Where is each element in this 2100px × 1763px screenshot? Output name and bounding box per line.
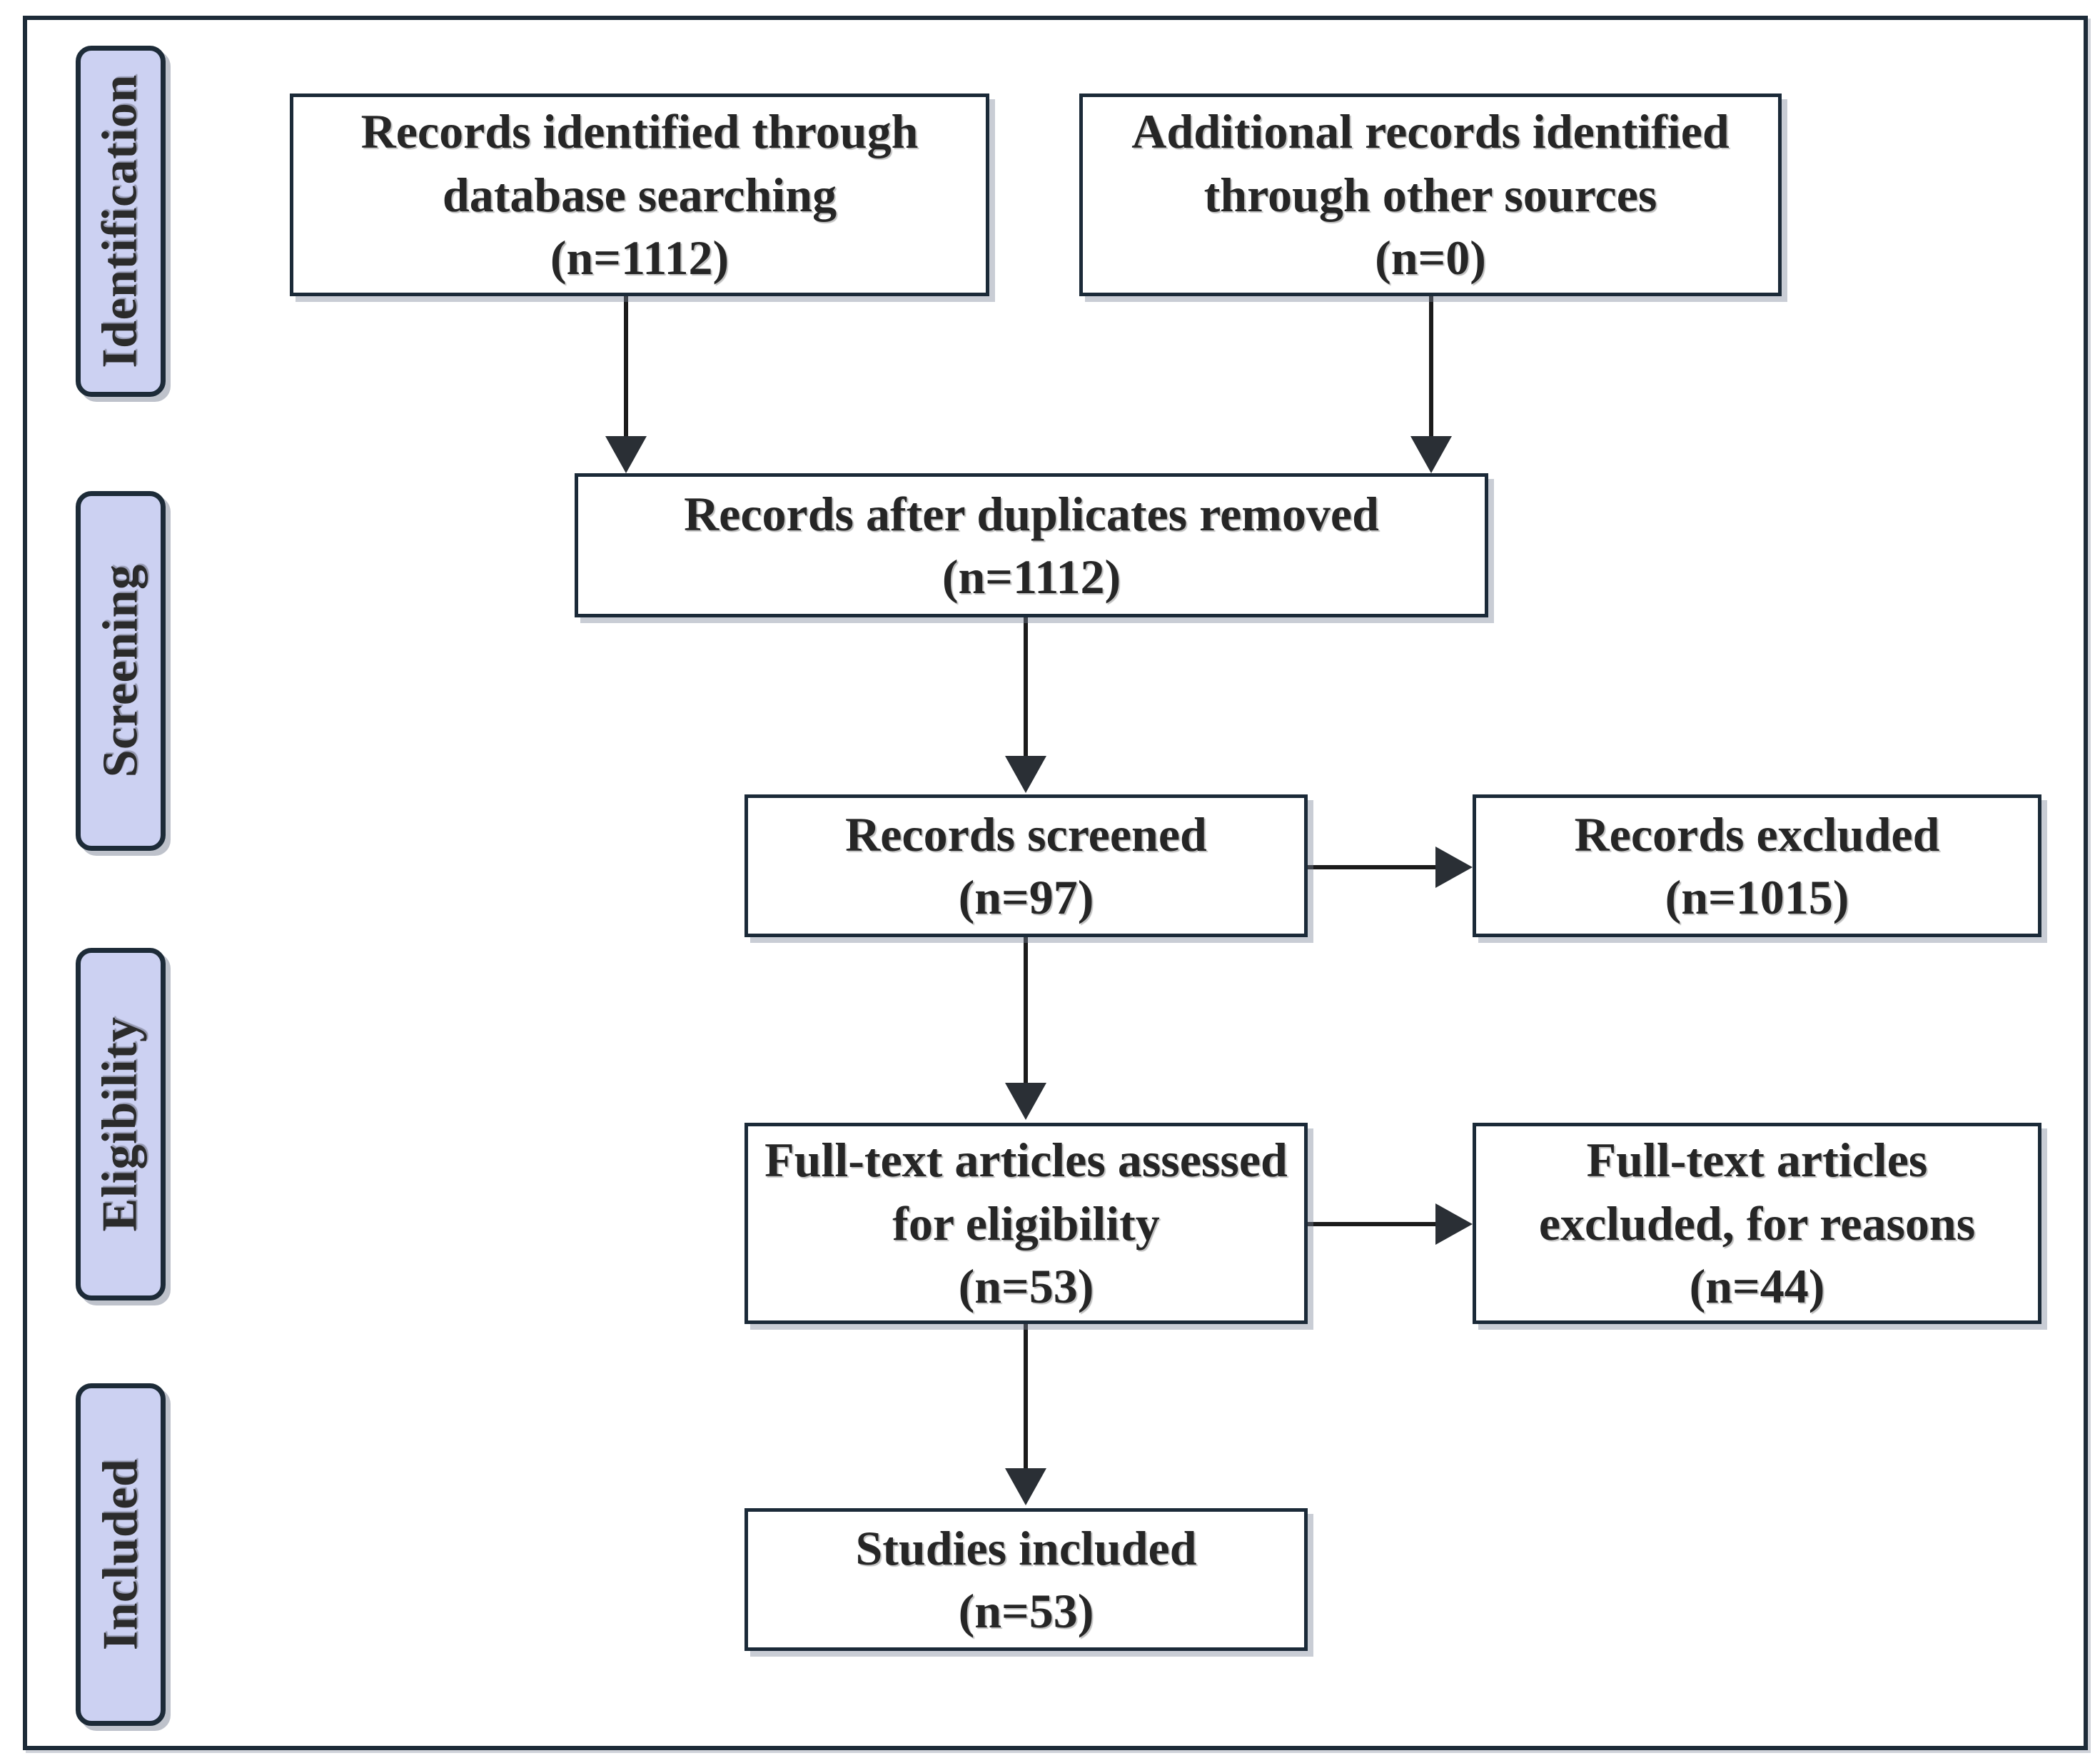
arrow-duplicates-to-screened-line <box>1024 617 1028 759</box>
box-fulltext-assessed-count: (n=53) <box>958 1259 1094 1314</box>
stage-pill-included: Included <box>76 1383 166 1726</box>
box-records-screened: Records screened (n=97) <box>744 794 1308 937</box>
box-db-search-line2: database searching <box>442 167 837 222</box>
arrow-screened-to-fulltext-line <box>1024 937 1028 1086</box>
stage-label-identification: Identification <box>93 74 148 368</box>
stage-pill-screening: Screening <box>76 491 166 851</box>
stage-label-screening: Screening <box>93 564 148 778</box>
box-records-excluded-count: (n=1015) <box>1665 870 1849 924</box>
arrow-screened-to-records-excluded-head-icon <box>1435 847 1473 888</box>
box-screened-count: (n=97) <box>958 870 1094 924</box>
stage-pill-eligibility: Eligibility <box>76 948 166 1300</box>
arrow-fulltext-to-fulltext-excluded-head-icon <box>1435 1203 1473 1245</box>
arrow-fulltext-to-fulltext-excluded-line <box>1308 1222 1438 1226</box>
arrow-screened-to-records-excluded-line <box>1308 865 1438 869</box>
box-duplicates-count: (n=1112) <box>942 550 1121 604</box>
arrow-other-sources-to-duplicates-head-icon <box>1410 436 1452 473</box>
box-records-identified-database: Records identified through database sear… <box>290 94 989 296</box>
box-fulltext-assessed-line1: Full-text articles assessed <box>764 1133 1288 1188</box>
box-fulltext-excluded-count: (n=44) <box>1689 1259 1825 1314</box>
box-records-excluded: Records excluded (n=1015) <box>1473 794 2041 937</box>
arrow-fulltext-to-included-line <box>1024 1324 1028 1471</box>
box-fulltext-assessed-line2: for eligibility <box>892 1196 1160 1251</box>
box-additional-records-other-sources: Additional records identified through ot… <box>1079 94 1782 296</box>
arrow-screened-to-fulltext-head-icon <box>1005 1083 1046 1120</box>
arrow-db-search-to-duplicates-head-icon <box>605 436 647 473</box>
box-db-search-count: (n=1112) <box>550 231 730 286</box>
stage-pill-identification: Identification <box>76 46 166 397</box>
stage-label-included: Included <box>93 1458 148 1651</box>
arrow-db-search-to-duplicates-line <box>624 296 628 439</box>
box-screened-line1: Records screened <box>845 807 1207 862</box>
arrow-duplicates-to-screened-head-icon <box>1005 756 1046 793</box>
arrow-fulltext-to-included-head-icon <box>1005 1468 1046 1505</box>
box-db-search-line1: Records identified through <box>360 104 919 159</box>
box-fulltext-articles-excluded: Full-text articles excluded, for reasons… <box>1473 1123 2041 1324</box>
box-fulltext-articles-assessed: Full-text articles assessed for eligibil… <box>744 1123 1308 1324</box>
box-studies-included-line1: Studies included <box>855 1520 1197 1575</box>
box-fulltext-excluded-line2: excluded, for reasons <box>1538 1196 1976 1251</box>
stage-label-eligibility: Eligibility <box>93 1016 148 1232</box>
arrow-other-sources-to-duplicates-line <box>1429 296 1433 439</box>
box-records-excluded-line1: Records excluded <box>1574 807 1940 862</box>
box-other-sources-count: (n=0) <box>1375 231 1486 286</box>
box-studies-included: Studies included (n=53) <box>744 1508 1308 1651</box>
box-duplicates-line1: Records after duplicates removed <box>684 486 1379 541</box>
box-other-sources-line1: Additional records identified <box>1131 104 1730 159</box>
box-studies-included-count: (n=53) <box>958 1584 1094 1638</box>
box-fulltext-excluded-line1: Full-text articles <box>1586 1133 1928 1188</box>
box-other-sources-line2: through other sources <box>1203 167 1657 222</box>
box-records-after-duplicates-removed: Records after duplicates removed (n=1112… <box>575 473 1488 617</box>
